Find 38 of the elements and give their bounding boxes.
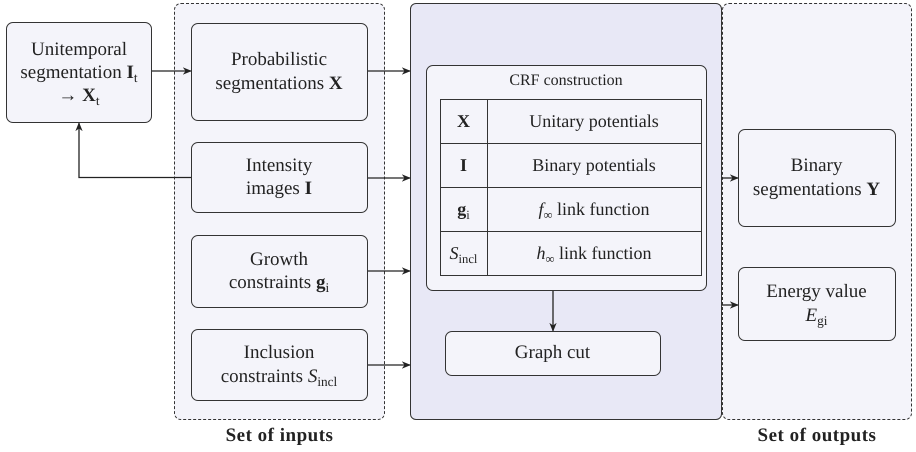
box-label: Intensity images I <box>244 154 314 200</box>
box-label: Inclusion constraints S$_{incl}$ <box>220 341 338 388</box>
panel-heading: CRF construction <box>508 72 624 90</box>
box-label: Binary segmentations Y <box>752 154 882 201</box>
potential-cell: Binary potentials <box>487 143 701 187</box>
variable-cell: X <box>440 99 487 143</box>
arrow <box>722 301 739 309</box>
process-box <box>738 266 896 340</box>
potential-cell: f$_{∞}$ link function <box>487 187 701 231</box>
process-box <box>190 234 368 308</box>
process-box <box>190 22 368 120</box>
construction-panel <box>426 64 706 290</box>
arrow <box>368 267 411 275</box>
process-box <box>190 142 368 212</box>
process-box <box>738 128 896 226</box>
process-box <box>190 328 368 400</box>
arrow <box>368 174 411 182</box>
box-label: Probabilistic segmentations X <box>214 48 344 95</box>
arrow <box>368 361 411 369</box>
potential-cell: Unitary potentials <box>487 99 701 143</box>
arrow <box>549 291 557 332</box>
variable-cell: S$_{incl}$ <box>440 231 487 275</box>
box-label: Unitemporal segmentation I$_{t}$ → X$_{t}$ <box>19 38 139 108</box>
group-heading: Set of inputs <box>224 425 334 447</box>
process-panel <box>410 3 722 420</box>
box-label: Growth constraints g$_{i}$ <box>228 248 330 294</box>
variable-cell: I <box>440 143 487 187</box>
potential-cell: h$_{∞}$ link function <box>487 231 701 275</box>
process-box <box>444 330 660 376</box>
box-label: Energy value E$_{gi}$ <box>765 280 868 327</box>
box-label: Graph cut <box>514 341 592 365</box>
group-heading: Set of outputs <box>756 425 878 447</box>
arrow <box>152 67 192 75</box>
variable-cell: g$_{i}$ <box>440 187 487 231</box>
arrow <box>368 67 411 75</box>
arrow <box>75 122 191 178</box>
arrow <box>722 174 739 182</box>
process-box <box>6 22 152 123</box>
